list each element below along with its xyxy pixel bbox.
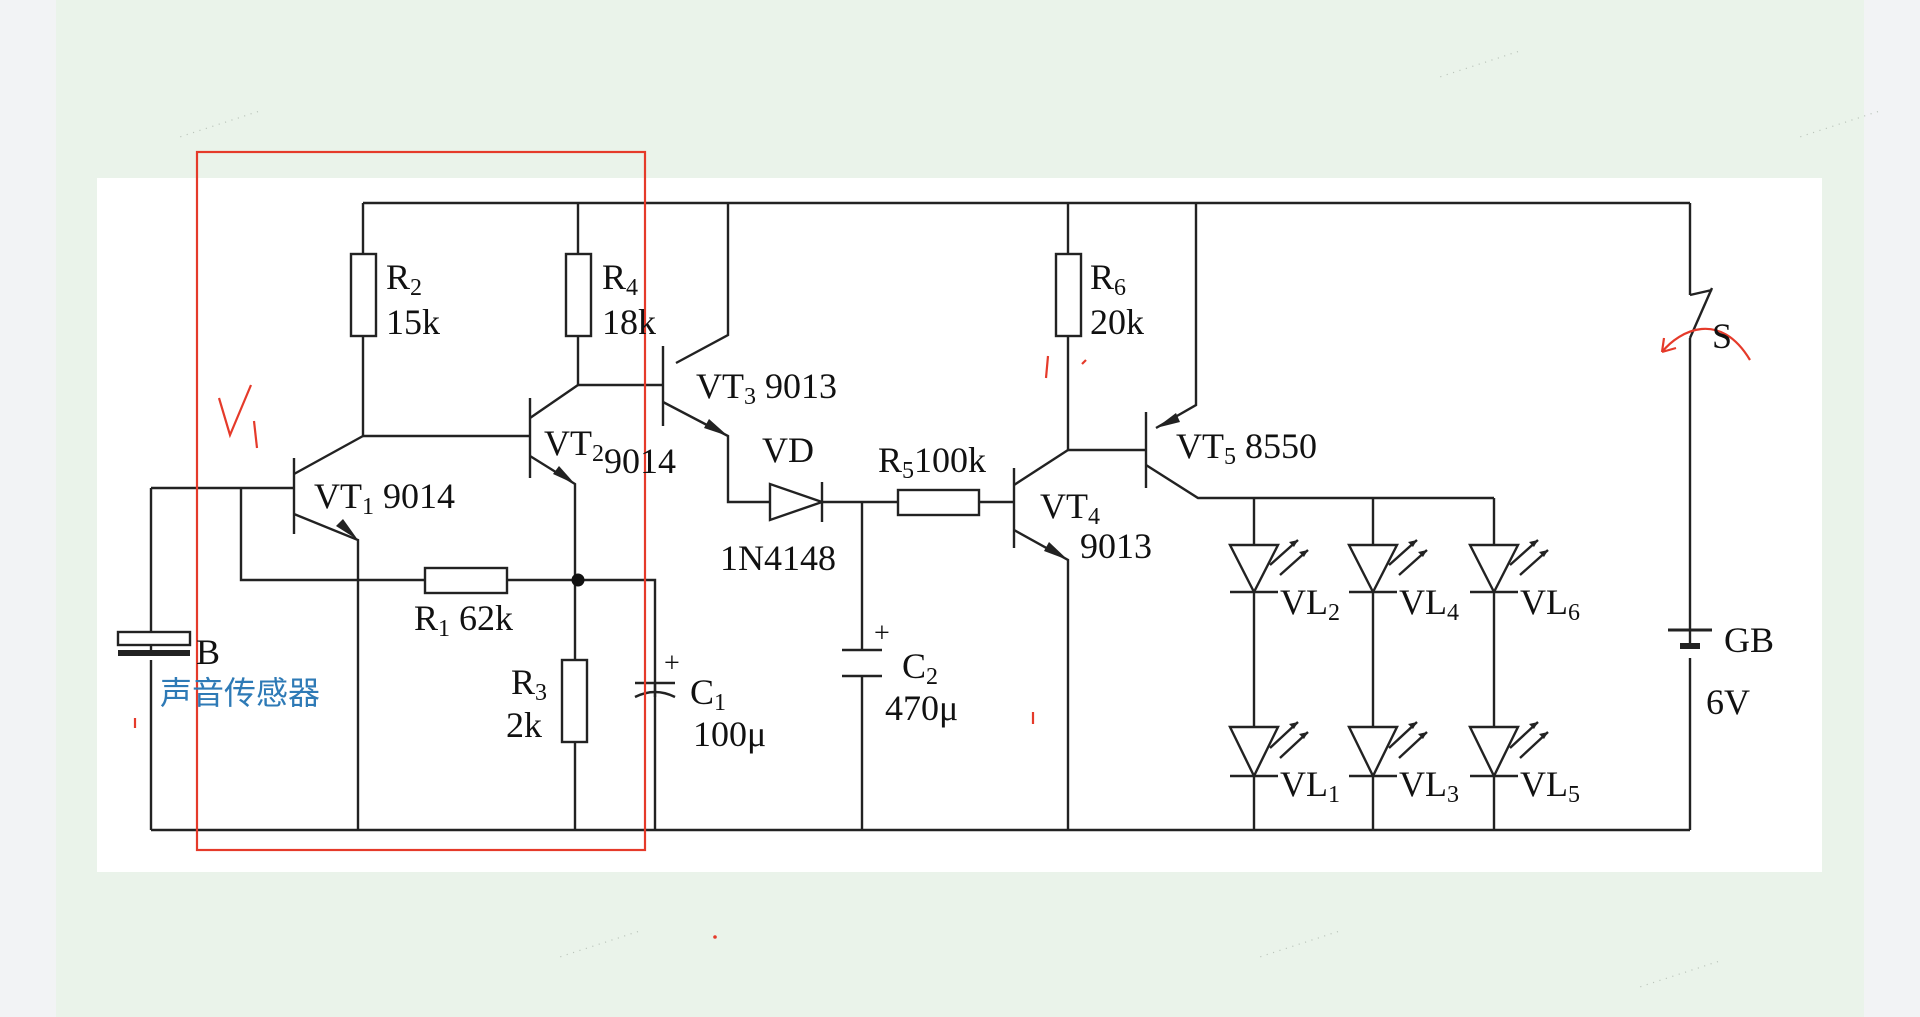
diode-vd [768, 482, 826, 522]
label-c2-value: 470μ [885, 688, 958, 728]
label-r6: R6 [1090, 257, 1126, 301]
resistor-r4 [564, 252, 593, 338]
red-dot [713, 935, 717, 939]
label-vl3: VL3 [1399, 764, 1459, 808]
svg-text:· · · · · · · · · · · · ·: · · · · · · · · · · · · · [557, 925, 641, 962]
led-vl5 [1468, 721, 1549, 779]
label-vt5: VT5 8550 [1176, 426, 1317, 470]
label-s: S [1712, 316, 1732, 356]
label-vt3: VT3 9013 [696, 366, 837, 410]
vt2-emitter-arrow [553, 466, 575, 484]
svg-text:· · · · · · · · · · · · ·: · · · · · · · · · · · · · [1637, 955, 1721, 992]
label-r5: R5100k [878, 440, 986, 484]
label-vt1: VT1 9014 [314, 476, 455, 520]
highlight-box [195, 150, 647, 852]
label-vt4-value: 9013 [1080, 526, 1152, 566]
vt4-emitter-arrow [1044, 542, 1068, 560]
capacitor-c2 [842, 648, 882, 678]
led-vl4 [1347, 539, 1428, 595]
label-r4-value: 18k [602, 302, 656, 342]
label-r3: R3 [511, 662, 547, 706]
resistor-r1 [423, 566, 509, 595]
label-vl4: VL4 [1399, 582, 1459, 626]
svg-text:· · · · · · · · · · · · ·: · · · · · · · · · · · · · [1437, 45, 1521, 82]
vt3-emitter-arrow [704, 419, 728, 436]
diagram-area [97, 178, 1822, 872]
battery-gb [1668, 628, 1712, 649]
label-r1: R1 62k [414, 598, 513, 642]
switch-arrow-annotation [1660, 327, 1751, 361]
label-c1-plus: + [664, 648, 680, 679]
wiring [149, 201, 1692, 832]
red-mark [133, 355, 1087, 728]
label-vl2: VL2 [1280, 582, 1340, 626]
label-gb: GB [1724, 620, 1774, 660]
vt5-emitter-arrow [1156, 413, 1180, 428]
vt1-emitter-arrow [336, 519, 358, 540]
resistor-r5 [896, 488, 981, 517]
label-sound-sensor: 声音传感器 [160, 674, 320, 712]
svg-text:· · · · · · · · · · · · ·: · · · · · · · · · · · · · [1797, 105, 1881, 142]
led-vl1 [1228, 721, 1309, 779]
handwritten-vi: Vi [217, 384, 259, 449]
label-c2-plus: + [874, 618, 890, 649]
label-r6-value: 20k [1090, 302, 1144, 342]
led-vl6 [1468, 539, 1549, 595]
label-r2-value: 15k [386, 302, 440, 342]
label-vl1: VL1 [1280, 764, 1340, 808]
microphone-b [116, 630, 192, 656]
led-vl3 [1347, 721, 1428, 779]
resistor-r2 [349, 252, 378, 338]
label-vl6: VL6 [1520, 582, 1580, 626]
label-gb-value: 6V [1706, 682, 1750, 722]
label-c1: C1 [690, 672, 726, 716]
svg-text:· · · · · · · · · · · · ·: · · · · · · · · · · · · · [1257, 925, 1341, 962]
capacitor-c1 [634, 681, 676, 699]
label-r3-value: 2k [506, 705, 542, 745]
led-vl2 [1228, 539, 1309, 595]
label-r4: R4 [602, 257, 638, 301]
label-vd: VD [762, 430, 814, 470]
label-c2: C2 [902, 646, 938, 690]
label-vl5: VL5 [1520, 764, 1580, 808]
label-vd-part: 1N4148 [720, 538, 836, 578]
label-c1-value: 100μ [693, 714, 766, 754]
label-r2: R2 [386, 257, 422, 301]
label-vt2: VT29014 [544, 423, 676, 481]
resistor-r3 [560, 658, 589, 744]
label-vt4: VT4 [1040, 486, 1100, 530]
junction-dot [571, 573, 585, 587]
resistor-r6 [1054, 252, 1083, 338]
svg-text:· · · · · · · · · · · · ·: · · · · · · · · · · · · · [177, 105, 261, 142]
label-b: B [196, 632, 220, 672]
